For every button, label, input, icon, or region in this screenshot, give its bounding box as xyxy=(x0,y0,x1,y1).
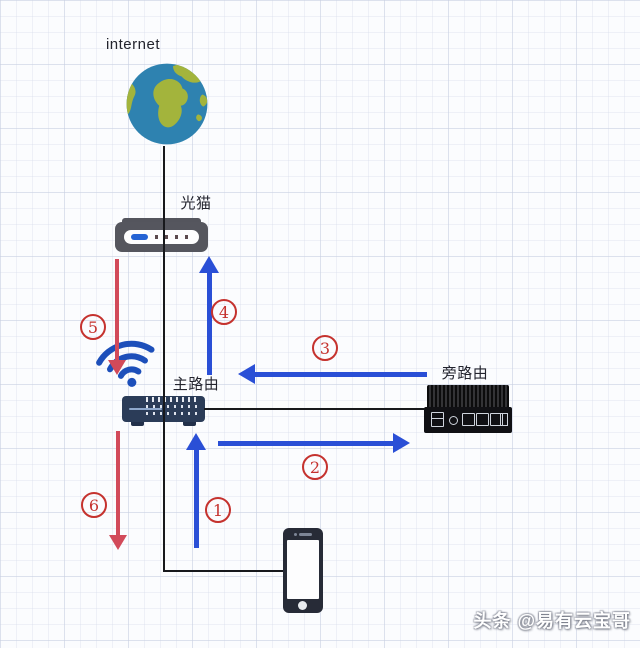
arrow-step2-router-to-sideroute xyxy=(218,433,410,453)
router-led-row xyxy=(146,412,199,415)
arrow-step3-sideroute-to-router xyxy=(238,364,427,384)
globe-icon xyxy=(124,61,210,147)
step-badge-5: 5 xyxy=(80,314,106,340)
internet-label: internet xyxy=(105,36,161,53)
step-badge-2: 2 xyxy=(302,454,328,480)
mini-pc-heatsink xyxy=(427,385,509,409)
arrow-step1-phone-to-router xyxy=(186,433,206,548)
arrow-step6-down xyxy=(108,431,128,550)
step-badge-6: 6 xyxy=(81,492,107,518)
modem-led-bar xyxy=(131,234,148,240)
side-router-label: 旁路由 xyxy=(441,365,489,382)
wifi-icon xyxy=(87,328,168,397)
mini-pc-front-panel xyxy=(424,407,512,433)
ethernet-port xyxy=(462,413,475,426)
power-button xyxy=(449,416,458,425)
modem-icon xyxy=(115,218,208,252)
modem-led-dots xyxy=(155,235,191,239)
watermark: 头条 @易有云宝哥 xyxy=(473,611,631,631)
ethernet-port xyxy=(476,413,489,426)
phone-speaker xyxy=(299,533,312,536)
phone-camera xyxy=(294,533,297,536)
mini-pc-icon xyxy=(424,385,512,433)
phone-screen xyxy=(287,540,319,599)
arrow-step5-modem-to-wifi xyxy=(107,259,127,375)
router-foot xyxy=(131,422,144,426)
ethernet-port xyxy=(490,413,503,426)
step-badge-3: 3 xyxy=(312,335,338,361)
cable-internet-modem-router-down xyxy=(163,146,165,572)
router-led-row xyxy=(146,405,199,408)
phone-home-button xyxy=(298,601,307,610)
router-top-ports xyxy=(146,397,198,402)
router-front-line xyxy=(129,408,162,410)
step-badge-1: 1 xyxy=(205,497,231,523)
smartphone-icon xyxy=(283,528,323,613)
sd-slot xyxy=(500,413,508,426)
cable-corner-to-phone xyxy=(163,570,284,572)
modem-label: 光猫 xyxy=(180,195,212,212)
modem-front-panel xyxy=(124,230,199,244)
arrow-step4-router-to-modem xyxy=(199,256,219,375)
main-router-label: 主路由 xyxy=(172,376,220,393)
usb-ports xyxy=(431,412,444,427)
router-foot xyxy=(183,422,196,426)
step-badge-4: 4 xyxy=(211,299,237,325)
cable-main-router-to-side-router xyxy=(204,408,425,410)
